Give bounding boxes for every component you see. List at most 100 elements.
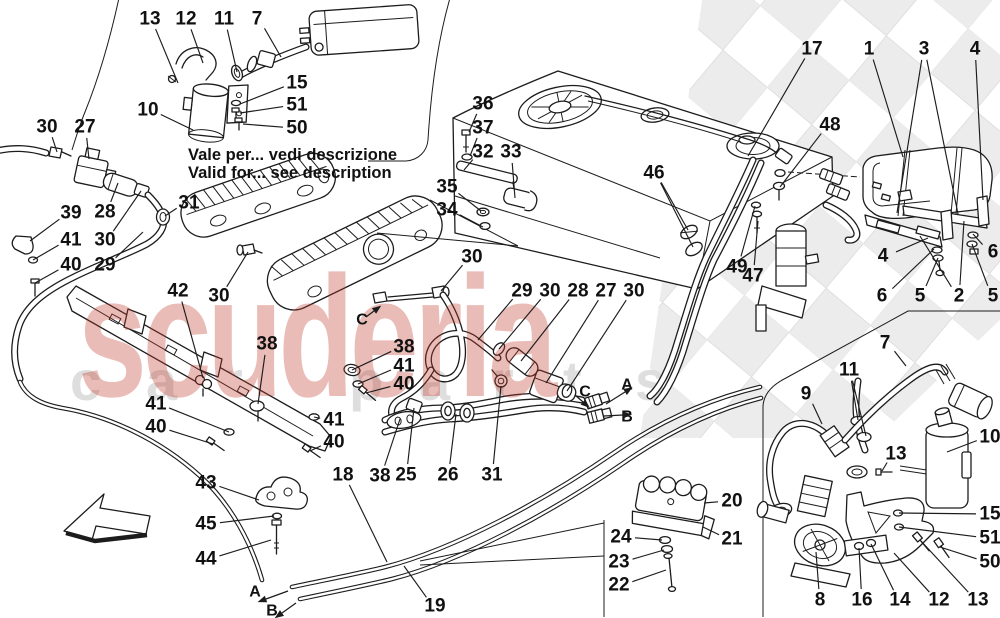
callout-4: 4 [970,39,981,60]
leader-line [469,137,478,157]
leader-line [112,190,142,232]
leader-line [190,29,204,64]
callout-21: 21 [721,529,743,550]
callout-5: 5 [915,286,926,307]
leader-line [946,440,977,453]
chassis-pipes [17,379,764,602]
callout-5: 5 [988,286,999,307]
leader-line [263,28,282,58]
inset-canister [235,4,420,80]
leader-line [463,159,474,171]
leader-line [226,29,238,73]
leader-line [459,214,484,228]
callout-51: 51 [979,528,1000,549]
callout-6: 6 [988,242,999,263]
leader-line [850,380,859,421]
marker-arrowhead-icon [274,610,285,618]
marker-A: A [249,584,261,601]
callout-43: 43 [195,473,216,494]
marker-arrow-shaft [281,602,297,614]
inset-pump [167,47,249,143]
checkered-flag-band [640,0,1000,438]
marker-arrowhead-icon [622,411,632,419]
callout-9: 9 [801,384,812,405]
callout-1: 1 [864,39,875,60]
leader-line [449,413,457,465]
callout-38: 38 [369,466,390,487]
callout-15: 15 [979,504,1000,525]
marker-arrow-shaft [605,391,626,405]
callout-35: 35 [436,177,458,198]
callout-13: 13 [885,444,906,465]
leader-line [160,113,194,131]
callout-7: 7 [880,333,891,354]
callout-39: 39 [60,203,81,224]
callout-12: 12 [175,9,196,30]
callout-7: 7 [252,9,263,30]
fuel-tank [452,70,834,290]
inset-note-line2: Valid for... see description [188,164,392,182]
callout-30: 30 [539,281,560,302]
tank-vapour-hoses [646,156,765,406]
callout-47: 47 [742,266,763,287]
callout-3: 3 [919,39,930,60]
callout-40: 40 [393,374,414,395]
leader-line [477,298,514,341]
callout-41: 41 [145,394,167,415]
left-hose-assembly [0,145,171,383]
callout-32: 32 [472,142,493,163]
leader-line [747,58,806,157]
callout-28: 28 [567,281,588,302]
callout-38: 38 [393,337,414,358]
direction-arrow [63,493,151,544]
leader-line [632,549,665,560]
callout-10: 10 [137,100,158,121]
callout-26: 26 [437,465,458,486]
section-dividers [376,199,1000,617]
callout-50: 50 [286,118,307,139]
leader-line [219,515,275,524]
marker-B: B [266,603,278,618]
callout-42: 42 [167,281,188,302]
manifold-block [631,475,715,593]
callout-15: 15 [286,73,308,94]
leader-line [740,205,756,257]
leader-line [898,526,977,538]
leader-line [440,264,464,292]
watermark-scuderia: scuderia [78,240,563,433]
leader-line [779,133,822,188]
leader-line [498,298,542,350]
leader-line [239,86,285,105]
callout-46: 46 [643,163,664,184]
leader-line [34,269,59,284]
cam-cover-1 [180,152,336,238]
leader-line [939,546,977,560]
callout-30: 30 [94,230,115,251]
leader-line [632,569,667,583]
callout-38: 38 [256,334,277,355]
leader-line [545,299,599,384]
leader-line [458,192,482,212]
leader-line [219,539,272,557]
callout-40: 40 [60,255,81,276]
callout-13: 13 [967,590,988,611]
marker-C: C [579,384,591,401]
callout-25: 25 [395,465,417,486]
callout-27: 27 [74,117,95,138]
marker-arrowhead-icon [580,399,590,408]
leader-line [971,243,989,287]
callout-31: 31 [178,193,200,214]
callout-12: 12 [928,590,949,611]
leader-line [872,59,904,158]
marker-arrow-shaft [603,414,624,417]
leader-line [313,416,321,419]
callout-41: 41 [393,356,415,377]
leader-line [219,485,260,501]
leader-line [815,551,820,590]
marker-C: C [356,312,368,329]
callout-29: 29 [511,281,532,302]
